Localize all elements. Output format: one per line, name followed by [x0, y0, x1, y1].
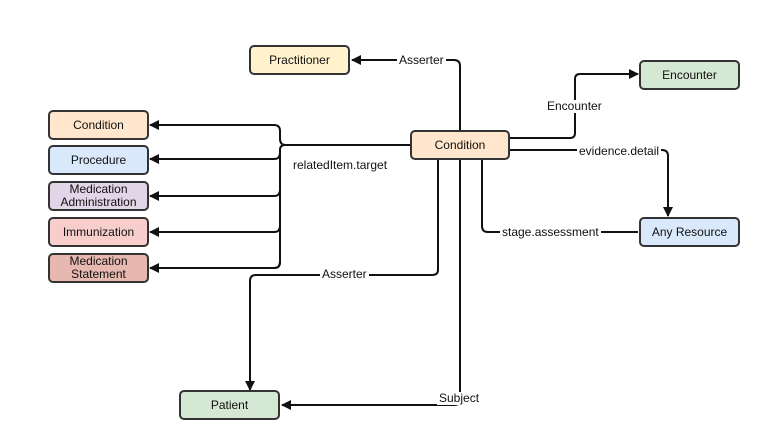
- label-stage-assessment: stage.assessment: [500, 225, 601, 239]
- node-medication-statement[interactable]: Medication Statement: [48, 253, 149, 283]
- node-practitioner[interactable]: Practitioner: [249, 45, 350, 75]
- node-patient[interactable]: Patient: [179, 390, 280, 420]
- node-medication-administration[interactable]: Medication Administration: [48, 181, 149, 211]
- label-related-item-target: relatedItem.target: [291, 158, 390, 172]
- edge-related-procedure: [149, 152, 281, 164]
- label-encounter: Encounter: [545, 99, 604, 113]
- node-condition-target[interactable]: Condition: [48, 110, 149, 140]
- edge-related-medication-statement: [149, 261, 281, 273]
- node-procedure[interactable]: Procedure: [48, 145, 149, 175]
- edge-stage-assessment: [481, 160, 638, 233]
- edge-related-condition: [149, 120, 287, 146]
- label-asserter-patient: Asserter: [320, 267, 369, 281]
- node-condition-main[interactable]: Condition: [410, 130, 510, 160]
- node-immunization[interactable]: Immunization: [48, 217, 149, 247]
- label-subject: Subject: [437, 391, 482, 405]
- label-evidence-detail: evidence.detail: [577, 144, 662, 158]
- edge-subject: [281, 160, 461, 410]
- edge-evidence-detail: [510, 149, 673, 217]
- edge-asserter-practitioner: [351, 55, 461, 130]
- node-any-resource[interactable]: Any Resource: [639, 217, 740, 247]
- edge-related-medication-administration: [149, 189, 281, 201]
- node-encounter[interactable]: Encounter: [639, 60, 740, 90]
- label-asserter-practitioner: Asserter: [397, 53, 446, 67]
- edge-related-immunization: [149, 225, 281, 237]
